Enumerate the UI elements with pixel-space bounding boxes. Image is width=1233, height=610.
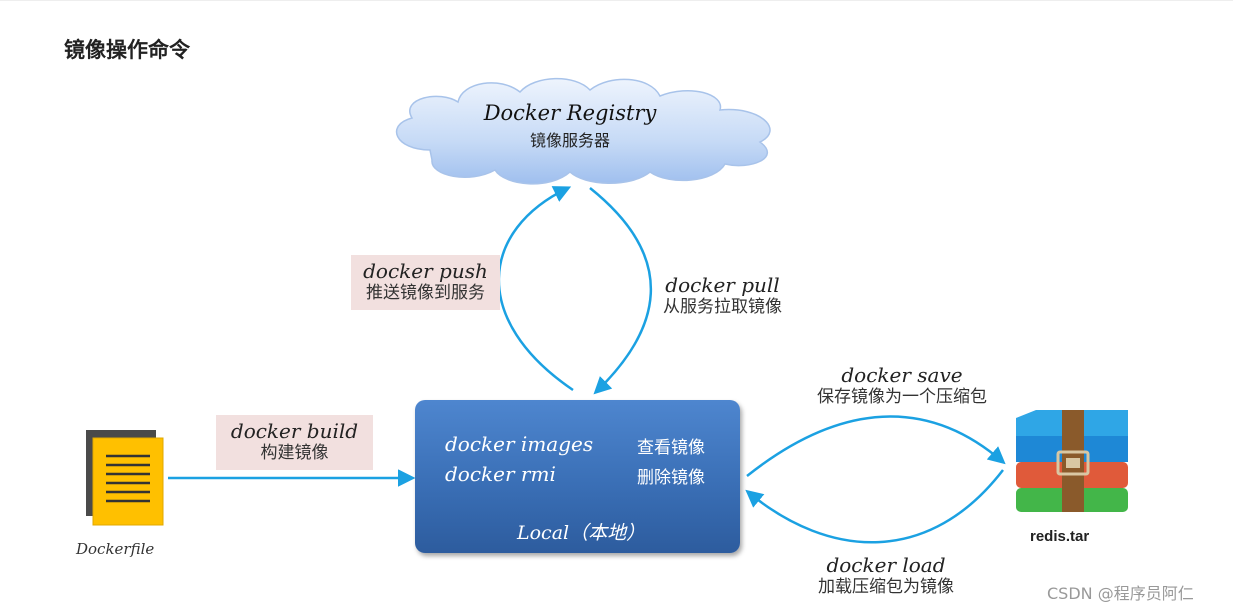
pull-description: 从服务拉取镜像 — [663, 297, 782, 317]
images-command: docker images — [445, 432, 594, 456]
registry-cloud — [395, 77, 771, 185]
save-command: docker save — [841, 363, 963, 387]
registry-subtitle: 镜像服务器 — [529, 131, 610, 150]
build-label: docker build 构建镜像 — [216, 415, 373, 470]
watermark: CSDN @程序员阿仁 — [1047, 584, 1194, 603]
save-label: docker save 保存镜像为一个压缩包 — [800, 364, 1004, 408]
save-description: 保存镜像为一个压缩包 — [817, 387, 987, 407]
pull-label: docker pull 从服务拉取镜像 — [650, 274, 795, 318]
local-box: docker images 查看镜像 docker rmi 删除镜像 Local… — [415, 400, 740, 553]
push-command: docker push — [363, 259, 488, 283]
push-description: 推送镜像到服务 — [366, 283, 485, 303]
pull-arrow — [589, 187, 653, 395]
pull-command: docker pull — [665, 273, 780, 297]
rmi-description: 删除镜像 — [637, 468, 705, 488]
save-arrow — [746, 415, 1006, 477]
load-description: 加载压缩包为镜像 — [818, 577, 954, 597]
load-command: docker load — [826, 553, 946, 577]
registry-title: Docker Registry — [483, 101, 657, 125]
dockerfile-label: Dockerfile — [76, 540, 155, 558]
images-description: 查看镜像 — [637, 438, 705, 458]
page-title: 镜像操作命令 — [64, 38, 190, 62]
load-label: docker load 加载压缩包为镜像 — [795, 554, 977, 598]
build-command: docker build — [230, 419, 359, 443]
archive-icon — [1016, 410, 1128, 512]
document-icon — [86, 430, 164, 526]
rmi-command: docker rmi — [445, 462, 556, 486]
archive-label: redis.tar — [1030, 528, 1090, 545]
local-label: Local（本地） — [517, 522, 646, 544]
load-arrow — [745, 469, 1004, 544]
top-divider — [0, 0, 1233, 1]
build-description: 构建镜像 — [260, 443, 329, 463]
push-label: docker push 推送镜像到服务 — [351, 255, 500, 310]
push-arrow — [497, 186, 574, 392]
